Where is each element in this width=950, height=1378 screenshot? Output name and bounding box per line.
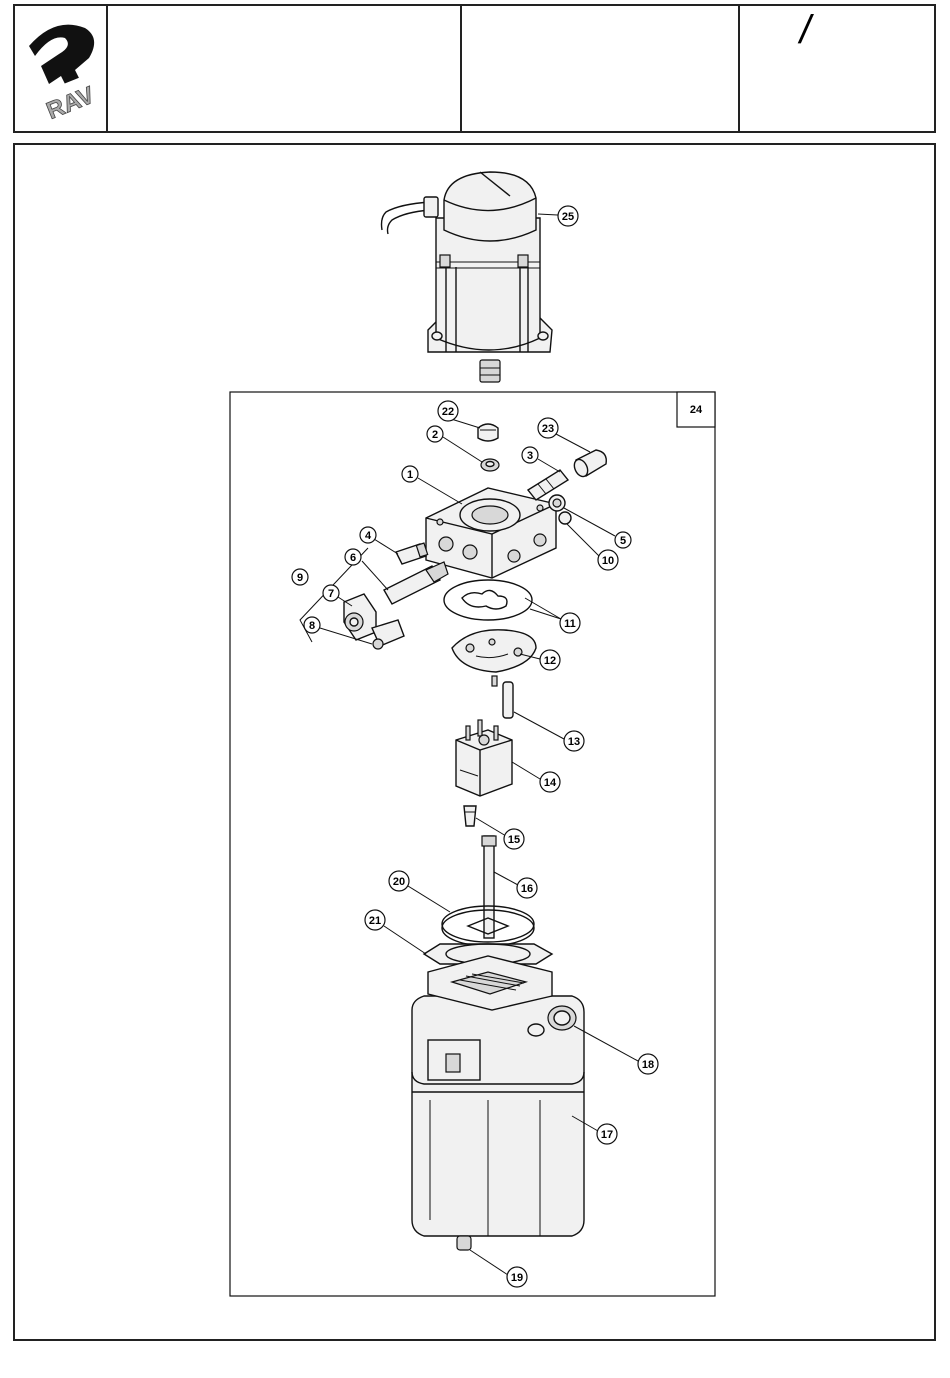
- seal-2: [481, 459, 499, 471]
- cartridge-4: [396, 543, 428, 564]
- callout-22: 22: [438, 401, 458, 421]
- svg-text:5: 5: [620, 535, 626, 547]
- callout-4: 4: [360, 527, 376, 543]
- callout-17: 17: [597, 1124, 617, 1144]
- pump-14: [456, 720, 512, 796]
- cap-23: [572, 450, 607, 479]
- svg-text:21: 21: [369, 915, 381, 927]
- svg-text:11: 11: [564, 618, 576, 630]
- callout-21: 21: [365, 910, 385, 930]
- svg-text:23: 23: [542, 423, 554, 435]
- suction-pipe-16: [482, 836, 496, 938]
- fitting-10: [559, 512, 571, 524]
- nozzle-15: [464, 806, 476, 826]
- callout-25: 25: [558, 206, 578, 226]
- callout-1: 1: [402, 466, 418, 482]
- svg-text:13: 13: [568, 736, 580, 748]
- callout-7: 7: [323, 585, 339, 601]
- gaskets-11: [444, 580, 532, 620]
- svg-text:2: 2: [432, 429, 438, 441]
- svg-text:4: 4: [365, 530, 372, 542]
- callout-10: 10: [598, 550, 618, 570]
- svg-text:1: 1: [407, 469, 413, 481]
- svg-text:9: 9: [297, 572, 303, 584]
- solenoid-valve-6: [384, 562, 448, 604]
- svg-text:3: 3: [527, 450, 533, 462]
- pin-13: [492, 676, 513, 718]
- coil-7: [344, 594, 376, 640]
- svg-text:7: 7: [328, 588, 334, 600]
- svg-text:19: 19: [511, 1272, 523, 1284]
- plate-12: [452, 630, 536, 672]
- callout-12: 12: [540, 650, 560, 670]
- callout-16: 16: [517, 878, 537, 898]
- plug-22: [478, 424, 498, 441]
- callout-5: 5: [615, 532, 631, 548]
- callout-18: 18: [638, 1054, 658, 1074]
- valve-block: [426, 488, 556, 578]
- svg-text:14: 14: [544, 777, 557, 789]
- callout-6: 6: [345, 549, 361, 565]
- svg-text:12: 12: [544, 655, 556, 667]
- callout-8: 8: [304, 617, 320, 633]
- callout-14: 14: [540, 772, 560, 792]
- svg-text:6: 6: [350, 552, 356, 564]
- connector-8: [372, 620, 404, 649]
- svg-text:20: 20: [393, 876, 405, 888]
- svg-text:10: 10: [602, 555, 614, 567]
- callout-19: 19: [507, 1267, 527, 1287]
- fitting-3: [528, 470, 568, 500]
- callout-11: 11: [560, 613, 580, 633]
- box-label: 24: [690, 404, 703, 416]
- svg-text:25: 25: [562, 211, 574, 223]
- svg-text:8: 8: [309, 620, 315, 632]
- callout-23: 23: [538, 418, 558, 438]
- oil-tank-17: [412, 956, 584, 1236]
- callout-3: 3: [522, 447, 538, 463]
- svg-text:16: 16: [521, 883, 533, 895]
- callout-20: 20: [389, 871, 409, 891]
- callout-15: 15: [504, 829, 524, 849]
- drain-plug-19: [457, 1236, 471, 1250]
- callout-2: 2: [427, 426, 443, 442]
- callout-9: 9: [292, 569, 308, 585]
- callout-13: 13: [564, 731, 584, 751]
- svg-text:17: 17: [601, 1129, 613, 1141]
- svg-text:15: 15: [508, 834, 520, 846]
- svg-text:18: 18: [642, 1059, 654, 1071]
- electric-motor: [382, 172, 553, 382]
- svg-text:22: 22: [442, 406, 454, 418]
